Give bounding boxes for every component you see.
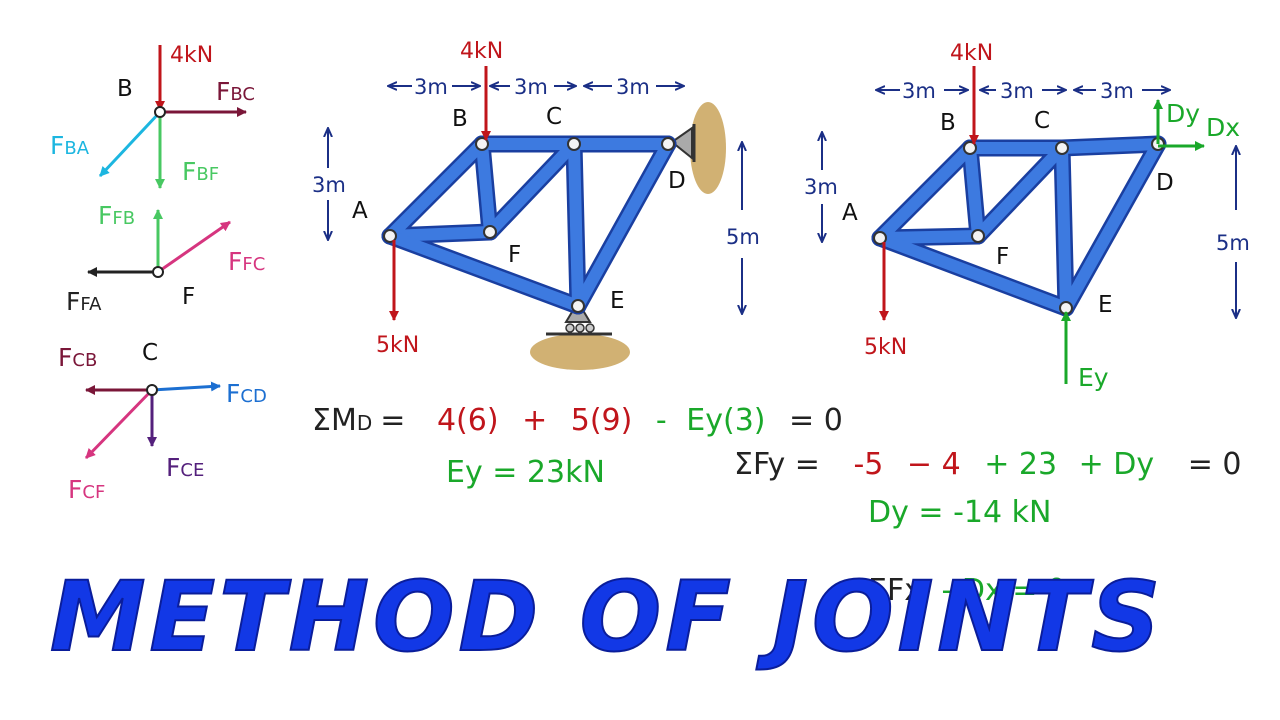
node2-label-b: B (940, 110, 956, 136)
reaction-ey-label: Ey (1078, 363, 1109, 392)
fbd-c-fcd-arrow (151, 381, 221, 392)
roller-wheel-1 (565, 323, 575, 333)
member2-bf (964, 142, 984, 242)
member2-ab (874, 142, 976, 244)
fbd-b-fbf-label: FBF (182, 157, 219, 186)
fbd-b-fba-arrow (98, 110, 162, 178)
dim2-label-top-2: 3m (1000, 79, 1034, 103)
fbd-f-ffc-label: FFC (228, 247, 265, 276)
fbd-joint-c: C FCB FCD FCF FCE (58, 340, 267, 504)
page-title: METHOD OF JOINTS (50, 561, 1164, 673)
fbd-c-fcf-label: FCF (68, 475, 105, 504)
fbd-f-ffc-arrow (157, 220, 231, 274)
dim-label-top-3: 3m (616, 75, 650, 99)
node-label-d: D (668, 168, 686, 194)
fbd-b-joint-dot (154, 106, 166, 118)
pin-f (483, 225, 497, 239)
fbd-b-load-label: 4kN (170, 43, 213, 68)
eq-moment-lhs: ΣM (312, 403, 357, 438)
pin2-f (971, 229, 985, 243)
node2-label-e: E (1098, 292, 1113, 318)
ground-patch-e (530, 334, 630, 370)
pin-d (661, 137, 675, 151)
truss-left: A B C D E F 4kN 5kN 3m 3m 3m 3m 5m (312, 39, 760, 370)
fbd-f-ffb-label: FFB (98, 201, 135, 230)
pin-a (383, 229, 397, 243)
member2-cd (1056, 138, 1164, 154)
reaction-dy-label: Dy (1166, 99, 1200, 128)
equation-fy: ΣFy = -5 − 4 + 23 + Dy = 0 (734, 447, 1241, 482)
roller-wheel-2 (575, 323, 585, 333)
fbd-b-node-label: B (117, 76, 133, 102)
load2-label-top: 4kN (950, 41, 993, 66)
member2-af (874, 230, 984, 244)
node-label-c: C (546, 104, 562, 130)
fbd-c-joint-dot (146, 384, 158, 396)
fbd-b-fbc-label: FBC (216, 77, 255, 106)
pin-c (567, 137, 581, 151)
reaction-dx-label: Dx (1206, 113, 1240, 142)
member2-ae (874, 232, 1072, 314)
member-fc (484, 138, 580, 238)
svg-text:ΣFy = -5 − 4: ΣFy = -5 − 4 + 23 + Dy = 0 (734, 447, 1241, 482)
dim2-label-top-3: 3m (1100, 79, 1134, 103)
member2-ce (1056, 142, 1072, 314)
node2-label-a: A (842, 200, 858, 226)
dim2-label-left: 3m (804, 175, 838, 199)
fbd-joint-b: 4kN B FBC FBA FBF (50, 43, 255, 189)
dim2-label-top-1: 3m (902, 79, 936, 103)
member-de (572, 138, 674, 312)
fbd-c-fcd-label: FCD (226, 379, 267, 408)
dim-label-left: 3m (312, 173, 346, 197)
pin2-a (873, 231, 887, 245)
equation-fx: ΣFx - Dx = 0 (868, 573, 1066, 608)
fbd-joint-f: FFB FFC FFA F (66, 201, 265, 316)
dim-label-top-1: 3m (414, 75, 448, 99)
equation-ey-result: Ey = 23kN (446, 455, 605, 490)
fbd-c-fce-label: FCE (166, 453, 204, 482)
fbd-f-ffa-label: FFA (66, 287, 102, 316)
dim-label-right: 5m (726, 225, 760, 249)
member-bf (476, 138, 496, 238)
member2-de (1060, 138, 1164, 314)
node-label-e: E (610, 288, 625, 314)
svg-text:ΣMD= 4(6) +: ΣMD= 4(6) + 5(9) - Ey(3) = 0 (312, 403, 843, 438)
svg-text:ΣFx - Dx = 0: ΣFx - Dx = 0 (868, 573, 1066, 608)
equation-dy-result: Dy = -14 kN (868, 495, 1051, 530)
node-label-f: F (508, 242, 521, 268)
truss-right: A B C D E F 4kN 5kN Dy Dx Ey 3m 3m (804, 41, 1250, 392)
node2-label-c: C (1034, 108, 1050, 134)
fbd-c-fcf-arrow (84, 388, 154, 460)
dim-label-top-2: 3m (514, 75, 548, 99)
fbd-b-fba-label: FBA (50, 131, 90, 160)
member2-fc (972, 142, 1068, 242)
node-label-a: A (352, 198, 368, 224)
pin2-c (1055, 141, 1069, 155)
equation-moment: ΣMD= 4(6) + 5(9) - Ey(3) = 0 (312, 403, 843, 438)
member-af (384, 226, 496, 242)
roller-wheel-3 (585, 323, 595, 333)
ground-patch-d (690, 102, 726, 194)
fbd-c-fcb-label: FCB (58, 343, 97, 372)
fbd-c-node-label: C (142, 340, 158, 366)
fbd-f-node-label: F (182, 284, 195, 310)
member-ce (568, 138, 584, 312)
node-label-b: B (452, 106, 468, 132)
node2-label-f: F (996, 244, 1009, 270)
pin-e (571, 299, 585, 313)
member-ab (384, 138, 488, 242)
fbd-f-joint-dot (152, 266, 164, 278)
load-label-top: 4kN (460, 39, 503, 64)
dim2-label-right: 5m (1216, 231, 1250, 255)
load2-label-bottom: 5kN (864, 335, 907, 360)
node2-label-d: D (1156, 170, 1174, 196)
load-label-bottom: 5kN (376, 333, 419, 358)
member-ae (384, 230, 584, 312)
pin-support-d (670, 126, 693, 161)
